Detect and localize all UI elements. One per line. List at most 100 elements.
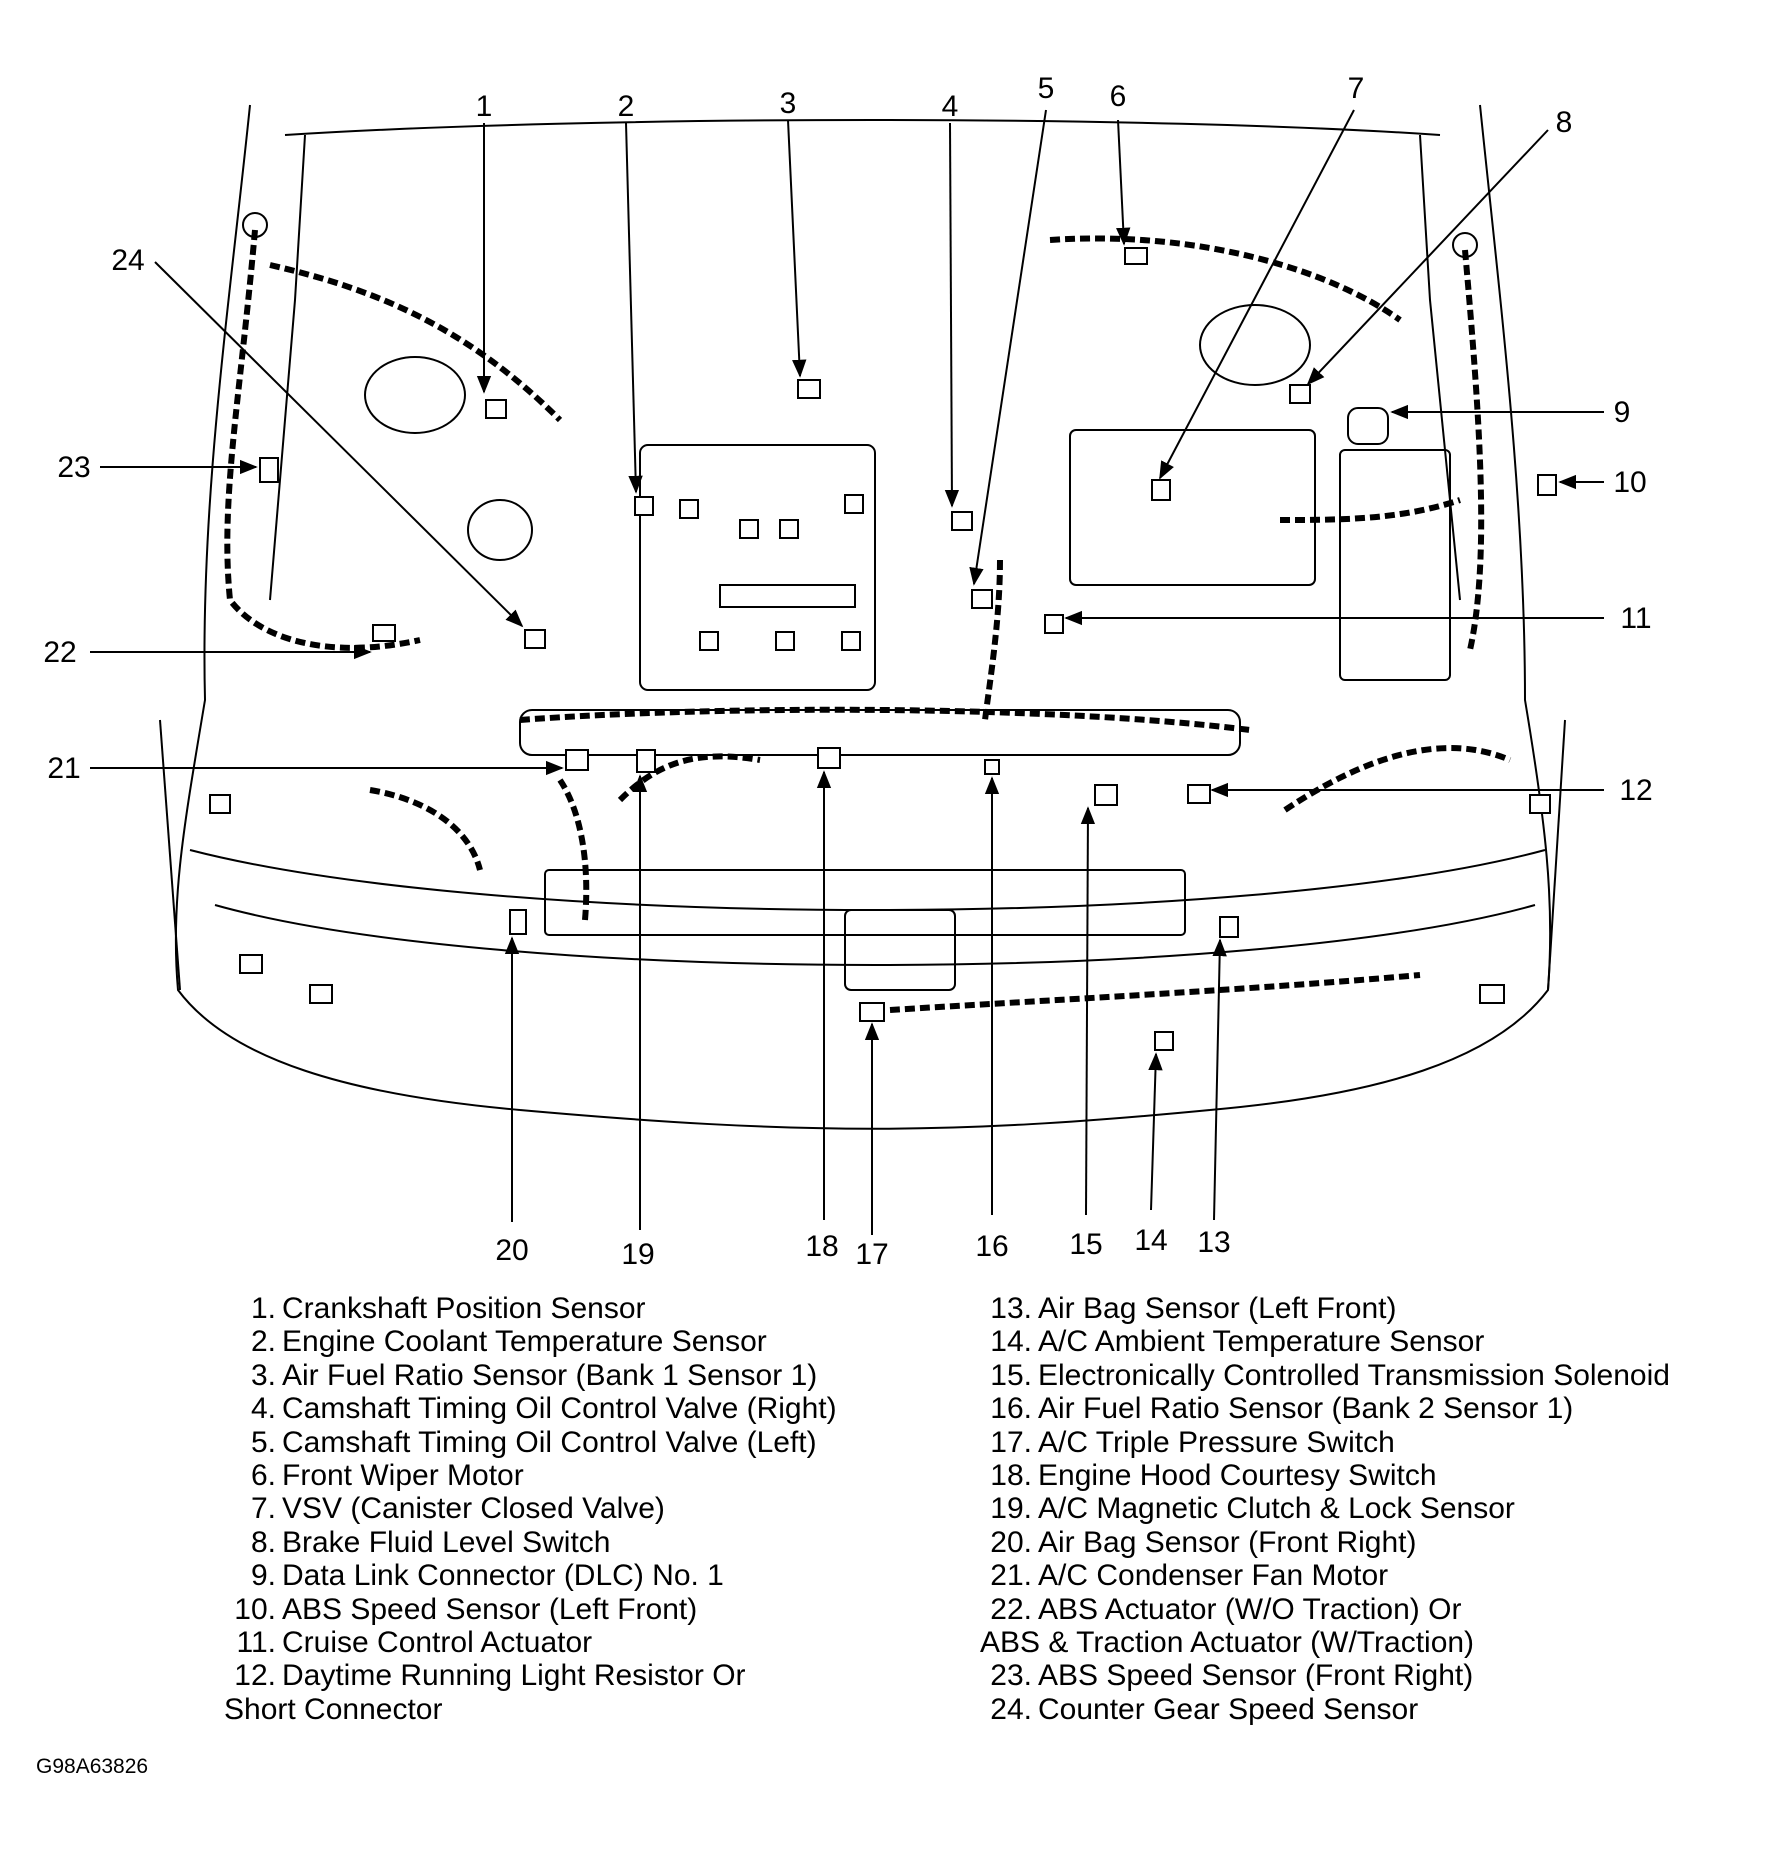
legend-text: Air Fuel Ratio Sensor (Bank 2 Sensor 1) [1038,1392,1574,1426]
callout-15: 15 [1069,1228,1102,1261]
legend-item: 6.Front Wiper Motor [224,1459,837,1492]
legend-number: 21. [990,1559,1032,1593]
connector-3 [797,379,821,399]
legend-number: 6. [250,1459,276,1493]
figure-code: G98A63826 [36,1755,149,1778]
legend-number: 4. [250,1392,276,1426]
legend-text: Cruise Control Actuator [282,1626,593,1660]
connector-extra-e [309,984,333,1004]
connector-19 [636,749,656,773]
legend-text: Crankshaft Position Sensor [282,1292,646,1325]
legend-number: 19. [990,1492,1032,1526]
brake-fluid-reservoir [1199,304,1311,386]
legend-text: Data Link Connector (DLC) No. 1 [282,1559,724,1593]
legend-number: 18. [990,1459,1032,1493]
connector-5 [971,589,993,609]
connector-24 [524,629,546,649]
connector-extra-j [699,631,719,651]
legend-item: 8.Brake Fluid Level Switch [224,1526,837,1559]
legend-text: A/C Triple Pressure Switch [1038,1425,1395,1459]
connector-6 [1124,247,1148,265]
connectors [209,247,1557,1051]
leader-24 [154,261,524,628]
legend-right-column: 13.Air Bag Sensor (Left Front)14.A/C Amb… [980,1292,1670,1726]
legend-number: 16. [990,1392,1032,1426]
engine-mount [467,499,533,561]
leader-5 [969,109,1047,586]
connector-extra-f [679,499,699,519]
legend-number: 9. [250,1559,276,1593]
legend-number: 8. [250,1525,276,1559]
connector-1 [485,399,507,419]
callout-8: 8 [1556,106,1573,139]
legend-text: Counter Gear Speed Sensor [1038,1692,1419,1726]
legend-item: 7.VSV (Canister Closed Valve) [224,1492,837,1525]
legend-text: Front Wiper Motor [282,1459,524,1493]
callout-20: 20 [495,1234,528,1267]
callout-22: 22 [43,636,76,669]
connector-14 [1154,1031,1174,1051]
callout-19: 19 [621,1238,654,1271]
connector-2 [634,496,654,516]
connector-extra-a [209,794,231,814]
legend-number: 5. [250,1425,276,1459]
connector-9 [1347,407,1389,445]
connector-17 [859,1002,885,1022]
legend-text: A/C Magnetic Clutch & Lock Sensor [1038,1492,1515,1526]
legend-item: 5.Camshaft Timing Oil Control Valve (Lef… [224,1426,837,1459]
callout-21: 21 [47,752,80,785]
connector-12 [1187,784,1211,804]
legend-number: 11. [236,1626,276,1660]
legend-item: 11.Cruise Control Actuator [224,1626,837,1659]
legend-item: 16.Air Fuel Ratio Sensor (Bank 2 Sensor … [980,1392,1670,1425]
leader-lines [90,109,1604,1235]
callout-1: 1 [476,90,493,123]
callout-4: 4 [942,90,959,123]
legend-item: 9.Data Link Connector (DLC) No. 1 [224,1559,837,1592]
legend-number: 3. [250,1358,276,1392]
legend-item: 17.A/C Triple Pressure Switch [980,1426,1670,1459]
legend-text: Camshaft Timing Oil Control Valve (Right… [282,1392,837,1426]
connector-15 [1094,784,1118,806]
callout-17: 17 [855,1238,888,1271]
legend-text: Engine Coolant Temperature Sensor [282,1325,767,1359]
engine-compartment-diagram: 1 2 3 4 5 6 7 8 9 10 11 12 13 14 15 16 1… [43,72,1652,1271]
legend-item: 20.Air Bag Sensor (Front Right) [980,1526,1670,1559]
legend-number: 2. [250,1325,276,1359]
legend-text: Daytime Running Light Resistor Or [282,1659,746,1693]
legend-text: VSV (Canister Closed Valve) [282,1492,665,1526]
legend-number: 12. [234,1659,276,1693]
legend-item: 1.Crankshaft Position Sensor [224,1292,837,1325]
connector-extra-k [775,631,795,651]
connector-16 [984,759,1000,775]
legend-item: 12.Daytime Running Light Resistor Or [224,1659,837,1692]
callout-9: 9 [1614,396,1631,429]
legend-number: 24. [990,1692,1032,1726]
legend-number: 1. [250,1292,276,1325]
leader-14 [1148,1052,1163,1211]
legend-number: 20. [990,1525,1032,1559]
callout-7: 7 [1348,72,1365,105]
legend-text: A/C Condenser Fan Motor [1038,1559,1389,1593]
legend-text: Brake Fluid Level Switch [282,1525,611,1559]
legend-text: ABS Speed Sensor (Left Front) [282,1592,698,1626]
legend-text: Air Fuel Ratio Sensor (Bank 1 Sensor 1) [282,1358,818,1392]
vehicle-body-outline [159,104,1566,1130]
legend-number: 13. [990,1292,1032,1325]
leader-6 [1116,119,1131,246]
callout-5: 5 [1038,72,1055,105]
connector-10 [1537,474,1557,496]
connector-20 [509,909,527,935]
leader-7 [1159,109,1355,480]
legend-item: 24.Counter Gear Speed Sensor [980,1693,1670,1726]
legend-item: 4.Camshaft Timing Oil Control Valve (Rig… [224,1392,837,1425]
legend-item: 15.Electronically Controlled Transmissio… [980,1359,1670,1392]
legend-number: 7. [250,1492,276,1526]
connector-extra-c [1479,984,1505,1004]
fuel-rail [719,584,856,608]
callout-14: 14 [1134,1224,1167,1257]
leader-2 [625,122,643,494]
connector-13 [1219,916,1239,938]
connector-8 [1289,384,1311,404]
